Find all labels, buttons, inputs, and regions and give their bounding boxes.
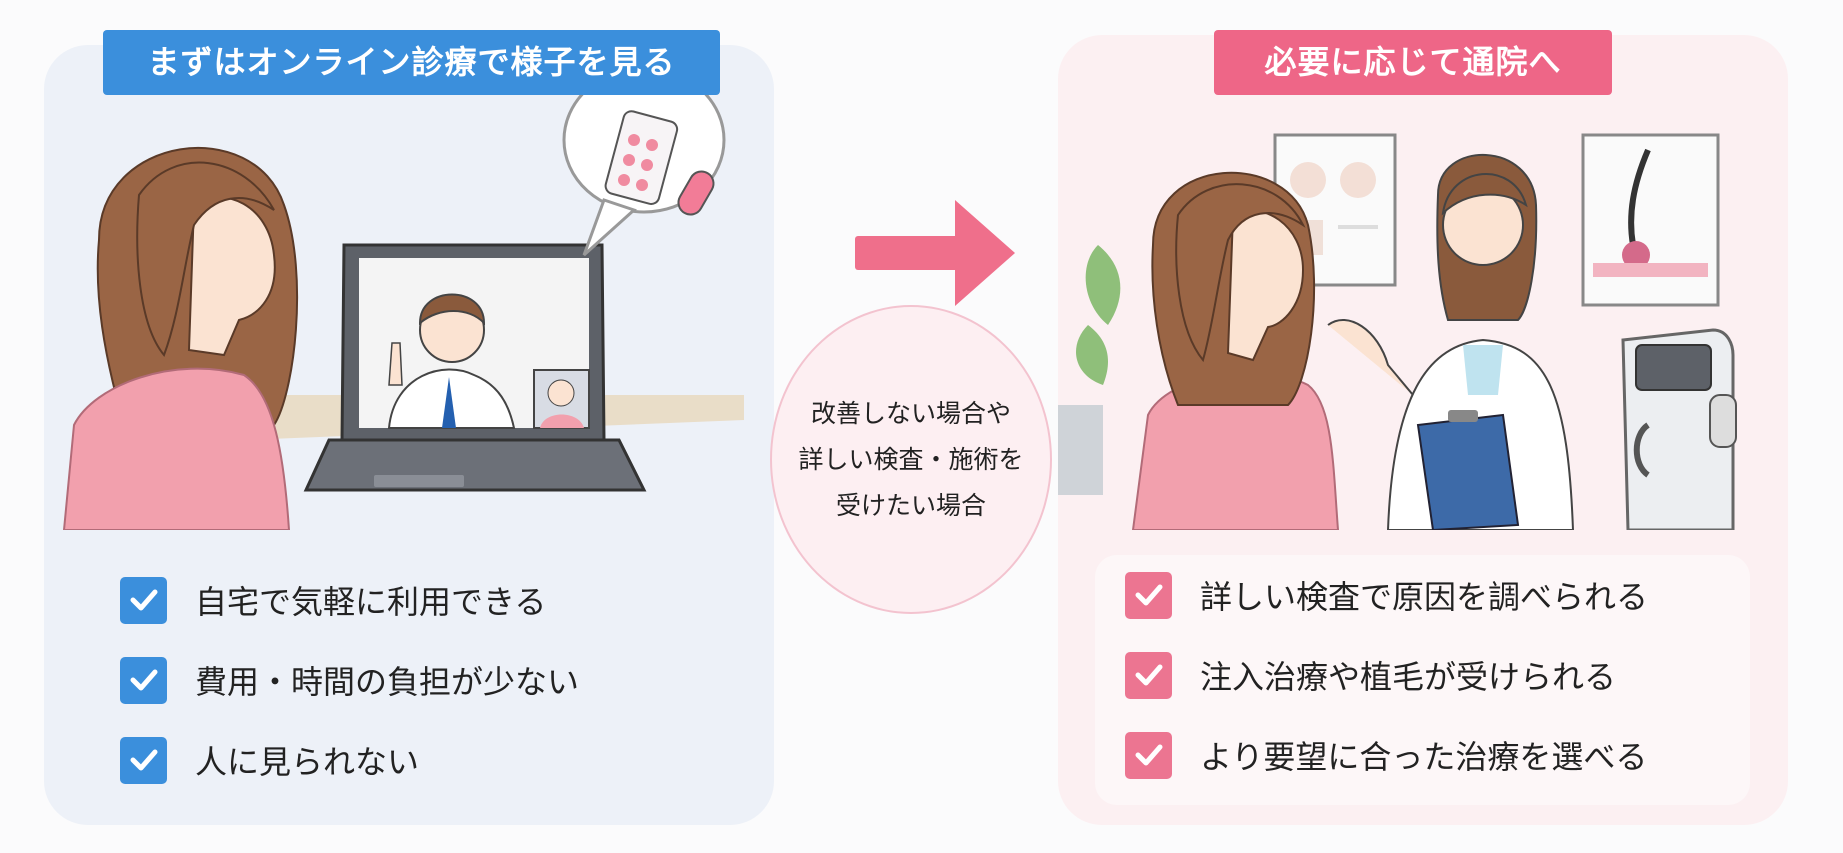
right-arrow-icon (855, 200, 1020, 314)
checkmark-icon (1125, 731, 1172, 779)
online-benefit-text: 費用・時間の負担が少ない (195, 663, 580, 701)
condition-line: 改善しない場合や (810, 398, 1011, 428)
online-consultation-scene (62, 95, 744, 530)
checkmark-icon (120, 656, 167, 704)
online-benefit-text: 自宅で気軽に利用できる (195, 583, 547, 621)
online-benefits-list: 自宅で気軽に利用できる 費用・時間の負担が少ない 人に見られない (120, 560, 579, 800)
condition-line: 詳しい検査・施術を (798, 444, 1024, 474)
online-benefit-item: 人に見られない (120, 720, 579, 800)
clinic-visit-title: 必要に応じて通院へ (1214, 30, 1612, 95)
clinic-benefit-text: 注入治療や植毛が受けられる (1200, 658, 1617, 696)
clinic-benefit-item: 詳しい検査で原因を調べられる (1095, 555, 1750, 635)
checkmark-icon (1125, 651, 1172, 699)
online-benefit-item: 費用・時間の負担が少ない (120, 640, 579, 720)
transition-condition-bubble: 改善しない場合や 詳しい検査・施術を 受けたい場合 (770, 305, 1052, 614)
clinic-benefit-item: より要望に合った治療を選べる (1095, 715, 1750, 795)
condition-line: 受けたい場合 (835, 490, 986, 520)
clinic-benefits-list: 詳しい検査で原因を調べられる 注入治療や植毛が受けられる より要望に合った治療を… (1095, 555, 1750, 805)
online-benefit-item: 自宅で気軽に利用できる (120, 560, 579, 640)
checkmark-icon (1125, 571, 1172, 619)
checkmark-icon (120, 736, 167, 784)
clinic-scene (1058, 133, 1737, 530)
clinic-visit-illustration (1058, 95, 1788, 530)
online-consultation-title: まずはオンライン診療で様子を見る (103, 30, 720, 95)
clinic-benefit-text: 詳しい検査で原因を調べられる (1200, 578, 1649, 616)
checkmark-icon (120, 576, 167, 624)
clinic-benefit-item: 注入治療や植毛が受けられる (1095, 635, 1750, 715)
online-consultation-illustration (44, 95, 774, 530)
clinic-benefit-text: より要望に合った治療を選べる (1200, 738, 1648, 776)
online-benefit-text: 人に見られない (195, 743, 420, 781)
